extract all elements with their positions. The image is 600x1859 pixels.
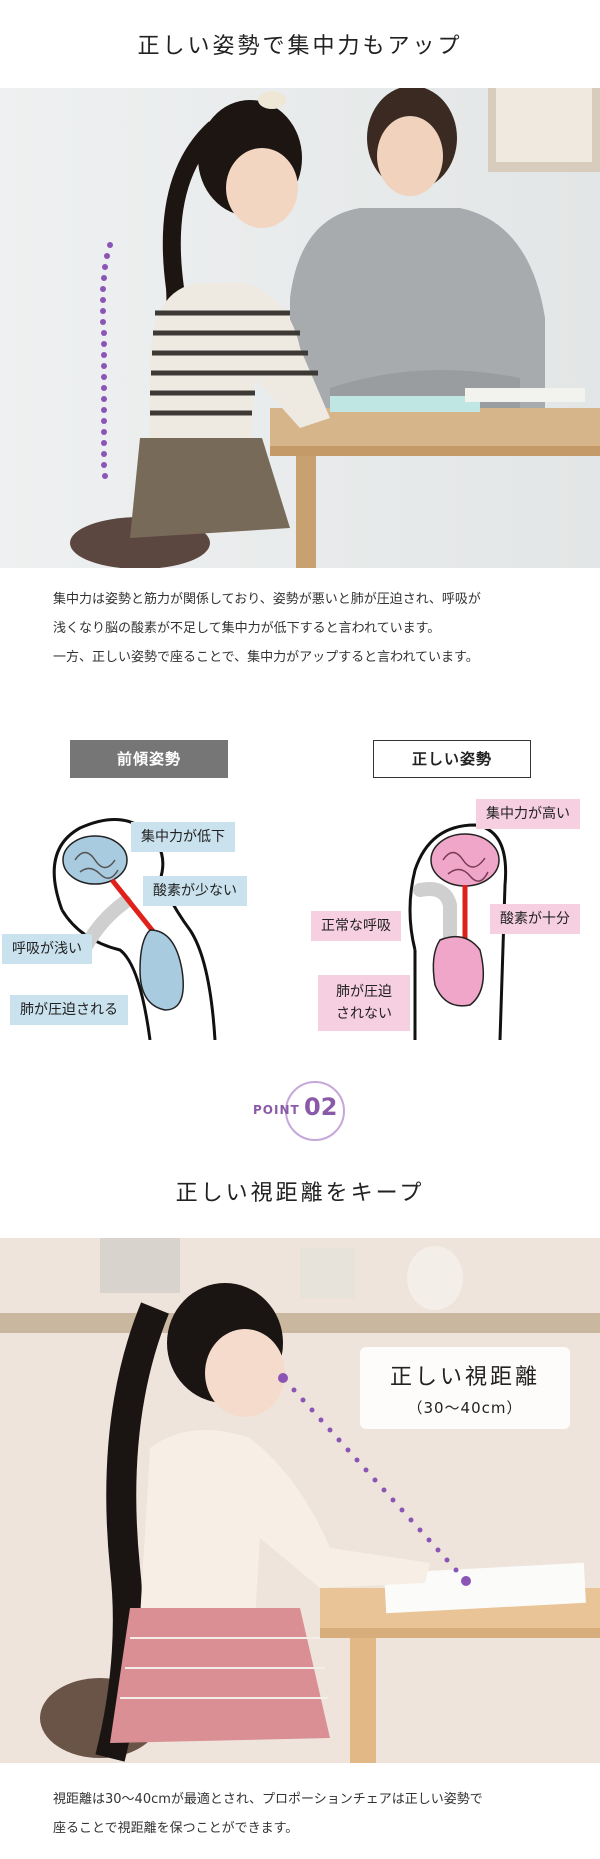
paragraph-line: 浅くなり脳の酸素が不足して集中力が低下すると言われています。 — [53, 621, 441, 636]
paragraph-line: 一方、正しい姿勢で座ることで、集中力がアップすると言われています。 — [53, 650, 479, 665]
callout-title: 正しい視距離 — [389, 1365, 540, 1390]
point-number: 02 — [304, 1093, 338, 1121]
label-correct-posture: 正しい姿勢 — [373, 740, 531, 778]
viewing-distance-callout: 正しい視距離 （30〜40cm） — [360, 1347, 570, 1429]
photo-girl-writing — [0, 1238, 600, 1763]
tag-lung-compressed: 肺が圧迫される — [10, 995, 128, 1025]
photo-girl-studying — [0, 88, 600, 568]
label-forward-posture: 前傾姿勢 — [70, 740, 228, 778]
tag-normal-breath: 正常な呼吸 — [311, 911, 401, 941]
tag-line: されない — [336, 1006, 392, 1022]
paragraph-line: 集中力は姿勢と筋力が関係しており、姿勢が悪いと肺が圧迫され、呼吸が — [53, 592, 481, 607]
tag-shallow-breath: 呼吸が浅い — [2, 934, 92, 964]
posture-comparison-diagram — [0, 790, 600, 1041]
paragraph-line: 視距離は30〜40cmが最適とされ、プロポーションチェアは正しい姿勢で — [53, 1792, 483, 1807]
paragraph-line: 座ることで視距離を保つことができます。 — [53, 1821, 299, 1836]
section-title-distance: 正しい視距離をキープ — [175, 1181, 425, 1206]
tag-concentration-down: 集中力が低下 — [131, 822, 235, 852]
tag-oxygen-low: 酸素が少ない — [143, 876, 247, 906]
tag-lung-not-compressed: 肺が圧迫 されない — [318, 975, 410, 1031]
point-label: POINT — [253, 1103, 300, 1117]
tag-oxygen-sufficient: 酸素が十分 — [490, 904, 580, 934]
distance-paragraph: 視距離は30〜40cmが最適とされ、プロポーションチェアは正しい姿勢で 座ること… — [53, 1785, 573, 1843]
callout-subtitle: （30〜40cm） — [407, 1399, 523, 1417]
posture-paragraph: 集中力は姿勢と筋力が関係しており、姿勢が悪いと肺が圧迫され、呼吸が 浅くなり脳の… — [53, 585, 573, 672]
tag-concentration-high: 集中力が高い — [476, 799, 580, 829]
point-badge — [250, 1080, 360, 1142]
tag-line: 肺が圧迫 — [336, 984, 392, 1000]
section-title-posture: 正しい姿勢で集中力もアップ — [137, 34, 463, 59]
